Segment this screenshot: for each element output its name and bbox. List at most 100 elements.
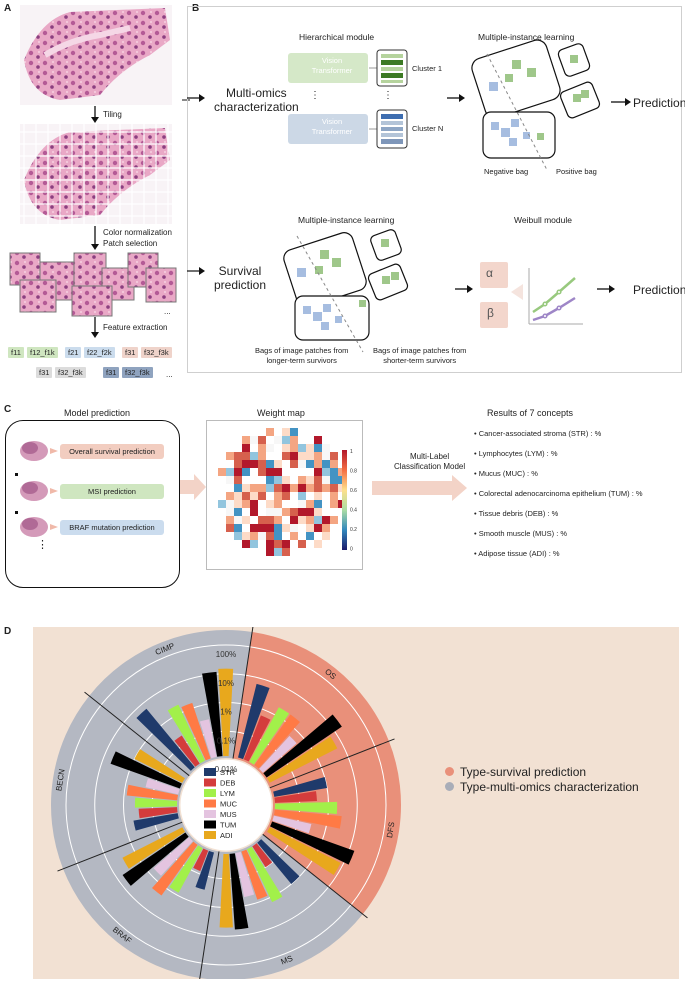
heatmap-cell xyxy=(226,516,234,524)
vision-transformer-1: Vision Transformer xyxy=(311,56,353,75)
center-legend-label: MUC xyxy=(220,800,238,809)
heatmap-cell xyxy=(258,452,266,460)
concept-item: • Colorectal adenocarcinoma epithelium (… xyxy=(474,489,643,498)
heatmap-cell xyxy=(258,460,266,468)
bar-lym-dfs xyxy=(274,801,338,814)
center-legend-label: DEB xyxy=(220,779,235,788)
heatmap-cell xyxy=(226,500,234,508)
heatmap-cell xyxy=(314,540,322,548)
heatmap-cell xyxy=(266,540,274,548)
center-legend-swatch xyxy=(204,831,216,839)
heatmap-cell xyxy=(282,548,290,556)
survival-label: Survival prediction xyxy=(214,264,267,292)
bar-deb-cimp xyxy=(174,735,200,767)
heatmap-cell xyxy=(258,524,266,532)
bar-str-braf xyxy=(195,850,214,890)
colorbar-tick: 0.8 xyxy=(350,469,357,475)
center-legend-swatch xyxy=(204,799,216,808)
heatmap-cell xyxy=(290,444,298,452)
bags-longer-label: Bags of image patches from longer-term s… xyxy=(255,346,349,365)
radial-bar-chart: 100%10%1%0.1%0.01%OSDFSMSBRAFBECNCIMPSTR… xyxy=(50,627,402,979)
bar-adi-becn xyxy=(134,749,185,783)
msi-prediction-box: MSI prediction xyxy=(60,484,164,499)
panel-b-frame xyxy=(187,6,682,373)
center-legend-swatch xyxy=(204,810,216,818)
center-legend-label: LYM xyxy=(220,789,235,798)
prediction-bottom: Prediction xyxy=(633,283,685,297)
heatmap-cell xyxy=(234,484,242,492)
heatmap-cell xyxy=(250,524,258,532)
heatmap-cell xyxy=(306,460,314,468)
center-legend-label: TUM xyxy=(220,821,236,830)
bar-lym-cimp xyxy=(167,704,205,764)
heatmap-cell xyxy=(282,524,290,532)
heatmap-cell xyxy=(258,444,266,452)
bar-adi-dfs xyxy=(267,827,341,875)
heatmap-cell xyxy=(306,452,314,460)
colorbar-tick: 0.4 xyxy=(350,508,357,514)
cluster-n-label: Cluster N xyxy=(412,124,444,133)
positive-bag-label: Positive bag xyxy=(556,167,597,176)
heatmap-cell xyxy=(330,476,338,484)
heatmap-cell xyxy=(306,500,314,508)
msi-prediction-label: MSI prediction xyxy=(88,487,136,496)
heatmap-cell xyxy=(250,500,258,508)
feature-extraction-label: Feature extraction xyxy=(103,323,168,332)
bar-tum-cimp xyxy=(202,671,223,757)
group-separator xyxy=(199,851,220,979)
bar-adi-braf xyxy=(122,827,186,869)
bar-str-cimp xyxy=(136,708,195,771)
colorbar-tick: 0.6 xyxy=(350,488,357,494)
group-label-dfs: DFS xyxy=(385,821,396,838)
heatmap-cell xyxy=(330,452,338,460)
vt-dots: ⋮ xyxy=(310,90,320,101)
bar-tum-os xyxy=(263,714,342,778)
bar-mus-os xyxy=(259,735,297,773)
cluster-dots: ⋮ xyxy=(383,90,393,101)
heatmap-cell xyxy=(290,516,298,524)
heatmap-cell xyxy=(306,532,314,540)
heatmap-cell xyxy=(250,492,258,500)
heatmap-cell xyxy=(330,484,338,492)
heatmap-cell xyxy=(322,452,330,460)
bar-deb-os xyxy=(243,715,271,762)
heatmap-cell xyxy=(330,492,338,500)
heatmap-cell xyxy=(322,484,330,492)
panel-label-c: C xyxy=(4,404,12,415)
heatmap-cell xyxy=(274,516,282,524)
heatmap-cell xyxy=(330,460,338,468)
bar-mus-becn xyxy=(145,778,180,795)
heatmap-cell xyxy=(314,516,322,524)
heatmap-cell xyxy=(314,524,322,532)
color-normalization-label: Color normalization xyxy=(103,228,172,237)
heatmap-cell xyxy=(290,484,298,492)
heatmap-cell xyxy=(274,500,282,508)
results-title: Results of 7 concepts xyxy=(487,408,574,418)
bar-mus-ms xyxy=(235,851,255,898)
center-circle xyxy=(181,760,271,850)
heatmap-cell xyxy=(298,484,306,492)
heatmap-cell xyxy=(306,444,314,452)
heatmap-cell xyxy=(234,492,242,500)
bar-tum-dfs xyxy=(270,821,355,865)
heatmap-cell xyxy=(314,452,322,460)
heatmap-cell xyxy=(242,484,250,492)
heatmap-cell xyxy=(274,468,282,476)
heatmap-cell xyxy=(274,548,282,556)
heatmap-cell xyxy=(282,444,290,452)
heatmap-cell xyxy=(282,492,290,500)
feature-ellipsis: ... xyxy=(166,370,173,379)
heatmap-cell xyxy=(314,484,322,492)
panel-a-graphic xyxy=(9,5,190,338)
heatmap-cell xyxy=(266,468,274,476)
weight-map-heatmap: 10.80.60.40.20 xyxy=(218,428,357,556)
heatmap-cell xyxy=(322,524,330,532)
heatmap-cell xyxy=(282,436,290,444)
bags-shorter-label: Bags of image patches from shorter-term … xyxy=(373,346,467,365)
bar-muc-dfs xyxy=(273,809,342,829)
heatmap-cell xyxy=(282,476,290,484)
model-prediction-title: Model prediction xyxy=(64,408,131,418)
group-separator xyxy=(84,691,190,777)
colorbar xyxy=(342,450,347,550)
heatmap-cell xyxy=(322,516,330,524)
